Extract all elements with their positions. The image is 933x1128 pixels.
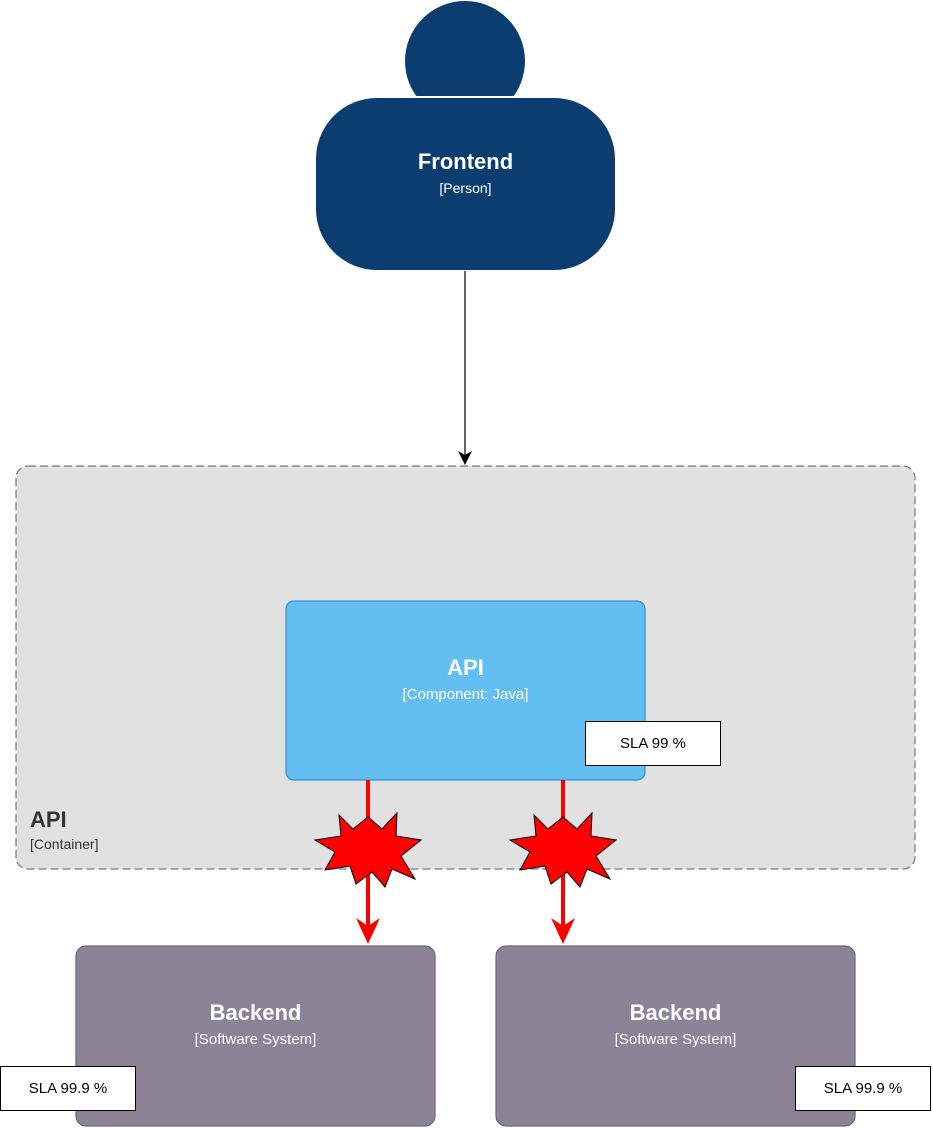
explosion-icon	[313, 811, 423, 888]
edge-2-arrowhead-icon	[551, 918, 575, 944]
backend-system-2-box[interactable]	[495, 945, 856, 1127]
api-component-sla-note: SLA 99 %	[585, 721, 721, 766]
backend-system-2-sla-note: SLA 99.9 %	[795, 1066, 931, 1111]
edge-arrowhead-icon	[458, 451, 472, 465]
api-container-name: API	[30, 807, 67, 832]
api-component-box[interactable]	[285, 600, 646, 781]
backend-system-2-type: [Software System]	[614, 1031, 737, 1048]
edge-1-arrowhead-icon	[356, 918, 380, 944]
backend-system-1-name: Backend	[209, 1000, 302, 1025]
backend-system-1-type: [Software System]	[194, 1031, 317, 1048]
backend-system-1-sla-note: SLA 99.9 %	[0, 1066, 136, 1111]
backend-system-1-box[interactable]	[75, 945, 436, 1127]
frontend-person-name: Frontend	[417, 149, 514, 174]
backend-system-2-name: Backend	[629, 1000, 722, 1025]
api-container-type: [Container]	[30, 836, 99, 852]
explosion-icon	[508, 811, 618, 888]
api-component-type: [Component: Java]	[402, 686, 529, 703]
frontend-person-type: [Person]	[439, 180, 492, 196]
api-component-name: API	[447, 655, 484, 680]
